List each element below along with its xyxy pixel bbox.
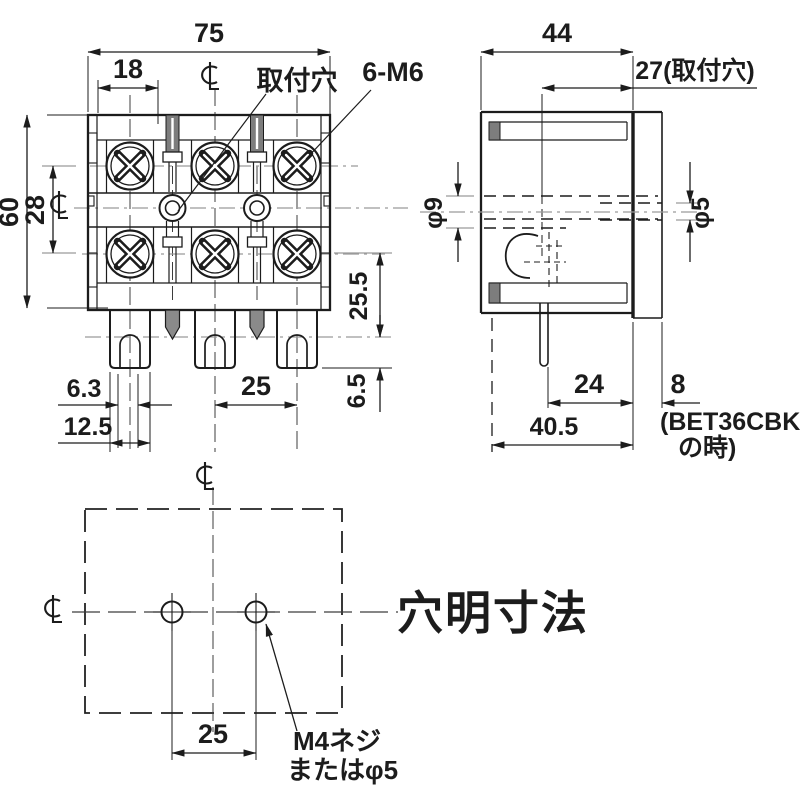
dim-18: 18 [113, 54, 143, 84]
front-view: 75 18 60 28 25.5 6.5 [0, 18, 424, 452]
drill-hole-left [153, 593, 191, 631]
centerline-symbol-icon [196, 460, 216, 491]
label-mounting-hole: 取付穴 [257, 66, 338, 96]
side-view: 44 27(取付穴) φ9 φ5 24 8 40 [420, 18, 800, 462]
terminal-screw [107, 143, 154, 190]
mounting-hole-left [158, 194, 187, 222]
terminal-screw [107, 231, 154, 278]
dim-25-holes: 25 [198, 719, 228, 749]
dim-25-5: 25.5 [345, 272, 373, 321]
hole-drilling-view: 25 M4ネジ またはφ5 穴明寸法 [44, 460, 589, 785]
release-lever-hidden [504, 232, 566, 292]
side-note-line2: の時) [678, 433, 736, 462]
terminal-screw [192, 231, 239, 278]
dim-phi5: φ5 [687, 197, 715, 229]
dim-phi9: φ9 [420, 197, 448, 229]
dim-24: 24 [574, 369, 604, 399]
dim-12-5: 12.5 [64, 413, 113, 441]
hole-view-title: 穴明寸法 [397, 587, 589, 639]
dim-44: 44 [542, 18, 572, 48]
drill-hole-right [237, 593, 275, 631]
centerline-symbol-icon [44, 593, 64, 624]
mounting-hole-right [243, 194, 271, 222]
hole-note-line1: M4ネジ [293, 726, 381, 756]
front-body [86, 113, 332, 369]
dim-27-mounting-hole: 27(取付穴) [635, 56, 754, 85]
dim-6-5: 6.5 [343, 374, 371, 409]
dim-25-front: 25 [241, 371, 271, 401]
label-6-m6: 6-M6 [362, 57, 424, 87]
side-dimensions: 44 27(取付穴) φ9 φ5 24 8 40 [420, 18, 800, 462]
terminal-pin [539, 303, 549, 367]
terminal-screw [274, 143, 321, 190]
dim-8: 8 [670, 369, 685, 399]
terminal-screw [192, 143, 239, 190]
side-note-line1: (BET36CBK [660, 408, 800, 436]
dim-40-5: 40.5 [530, 413, 579, 441]
front-dimensions: 75 18 60 28 25.5 6.5 [0, 18, 424, 452]
dim-75: 75 [194, 18, 224, 48]
terminal-screw [274, 231, 321, 278]
dim-60: 60 [0, 197, 24, 227]
hole-note-line2: またはφ5 [287, 755, 398, 785]
dim-6-3: 6.3 [67, 375, 102, 403]
dim-28: 28 [20, 195, 50, 225]
centerline-symbol-icon [201, 60, 221, 91]
side-body [420, 94, 700, 452]
